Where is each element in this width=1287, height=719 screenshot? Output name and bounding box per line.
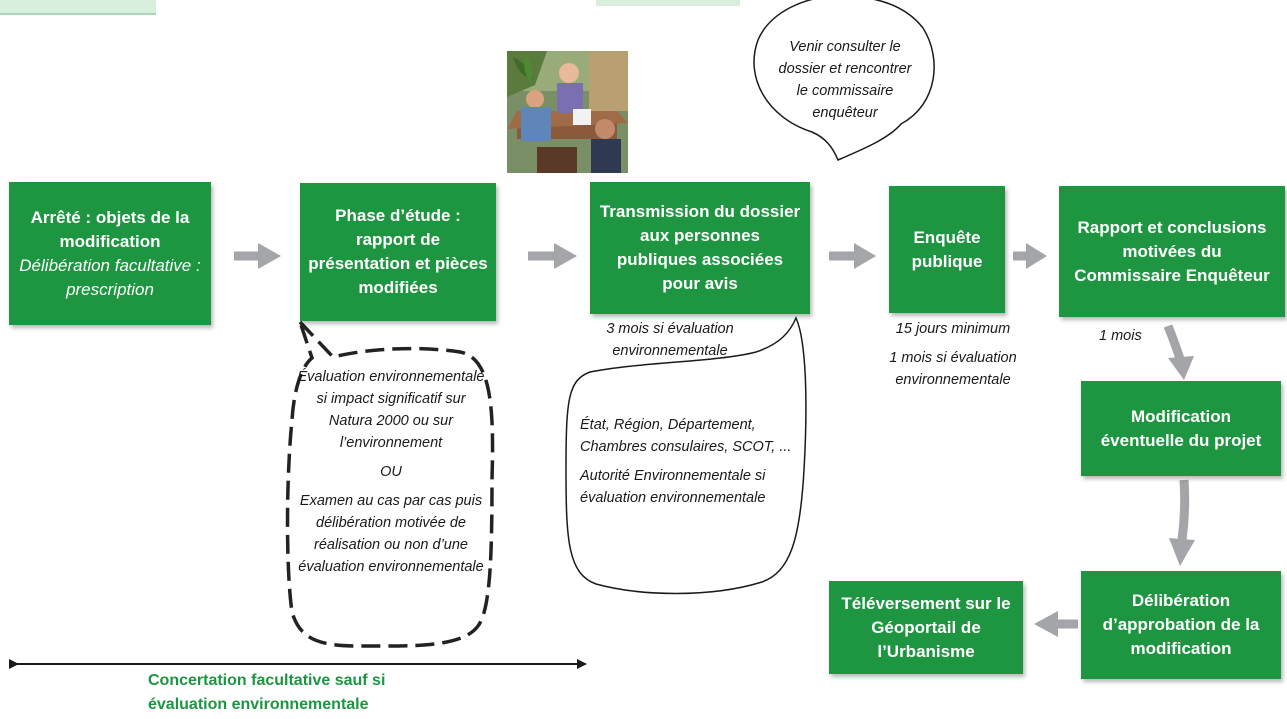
flow-arrow-icon	[234, 243, 281, 269]
step-rapport: Rapport et conclusions motivées du Commi…	[1059, 186, 1285, 317]
flow-arrow-icon	[1013, 243, 1047, 269]
visit-bubble-text: Venir consulter le dossier et rencontrer…	[778, 39, 912, 121]
visit-speech-bubble	[753, 0, 935, 161]
transmission-delay-note: 3 mois si évaluation environnementale	[586, 318, 754, 362]
evaluation-speech-bubble	[285, 320, 495, 648]
step-rapport-title: Rapport et conclusions motivées du Commi…	[1074, 217, 1270, 285]
ppa-line-1: État, Région, Département, Chambres cons…	[580, 417, 792, 455]
concertation-caption: Concertation facultative sauf si évaluat…	[148, 672, 386, 713]
enquete-eval-text: 1 mois si évaluation environnementale	[889, 350, 1017, 388]
meeting-illustration-icon	[507, 51, 628, 173]
step-etude: Phase d’étude : rapport de présentation …	[300, 183, 496, 321]
enquete-min-text: 15 jours minimum	[895, 321, 1011, 337]
transmission-delay-text: 3 mois si évaluation environnementale	[606, 321, 734, 359]
step-televersement-title: Téléversement sur le Géoportail de l’Urb…	[841, 593, 1011, 661]
enquete-delay-note: 15 jours minimum 1 mois si évaluation en…	[862, 318, 1044, 391]
step-arrete: Arrêté : objets de la modification Délib…	[9, 182, 211, 325]
ppa-bubble-text: État, Région, Département, Chambres cons…	[580, 414, 800, 509]
step-arrete-sub: Délibération facultative : prescription	[19, 255, 201, 299]
step-transmission: Transmission du dossier aux personnes pu…	[590, 182, 810, 314]
flow-arrow-icon	[1169, 479, 1195, 566]
flow-arrow-icon	[1163, 324, 1194, 380]
step-enquete: Enquête publique	[889, 186, 1005, 313]
step-deliberation: Délibération d’approbation de la modific…	[1081, 571, 1281, 679]
step-transmission-title: Transmission du dossier aux personnes pu…	[599, 202, 801, 293]
top-left-fragment	[0, 0, 156, 15]
evaluation-line-1: Évaluation environnementale si impact si…	[297, 369, 485, 451]
evaluation-or: OU	[380, 464, 402, 480]
top-center-fragment	[596, 0, 740, 6]
flow-arrow-icon	[1034, 611, 1078, 637]
step-arrete-title: Arrêté : objets de la modification	[30, 207, 190, 251]
step-televersement: Téléversement sur le Géoportail de l’Urb…	[829, 581, 1023, 674]
evaluation-bubble-text: Évaluation environnementale si impact si…	[296, 366, 486, 578]
step-deliberation-title: Délibération d’approbation de la modific…	[1102, 591, 1260, 658]
ppa-line-2: Autorité Environnementale si évaluation …	[580, 468, 766, 506]
rapport-delay-text: 1 mois	[1099, 328, 1142, 344]
step-enquete-title: Enquête publique	[911, 227, 983, 271]
step-modification: Modification éventuelle du projet	[1081, 381, 1281, 476]
flow-arrow-icon	[528, 243, 577, 269]
step-modification-title: Modification éventuelle du projet	[1100, 406, 1262, 450]
evaluation-line-2: Examen au cas par cas puis délibération …	[298, 493, 484, 575]
ppa-speech-bubble	[565, 316, 807, 595]
step-etude-title: Phase d’étude : rapport de présentation …	[308, 206, 488, 297]
rapport-delay-note: 1 mois	[1099, 325, 1159, 347]
flow-arrow-icon	[829, 243, 876, 269]
